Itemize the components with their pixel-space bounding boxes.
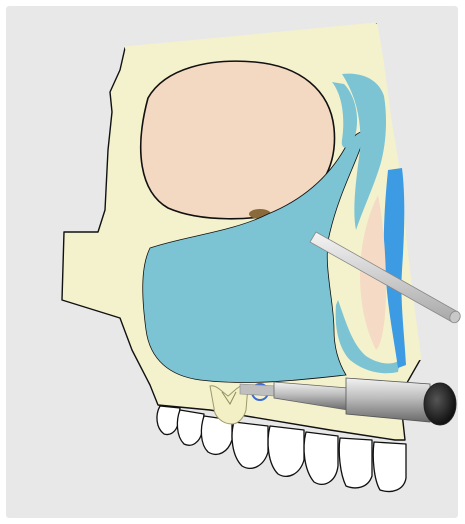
tooth <box>268 426 304 476</box>
tooth <box>232 422 268 468</box>
tooth <box>339 438 372 488</box>
tooth <box>177 410 204 445</box>
tooth <box>157 406 180 435</box>
handpiece-end-cap <box>424 383 456 425</box>
tooth <box>304 432 338 484</box>
tooth <box>373 442 406 492</box>
